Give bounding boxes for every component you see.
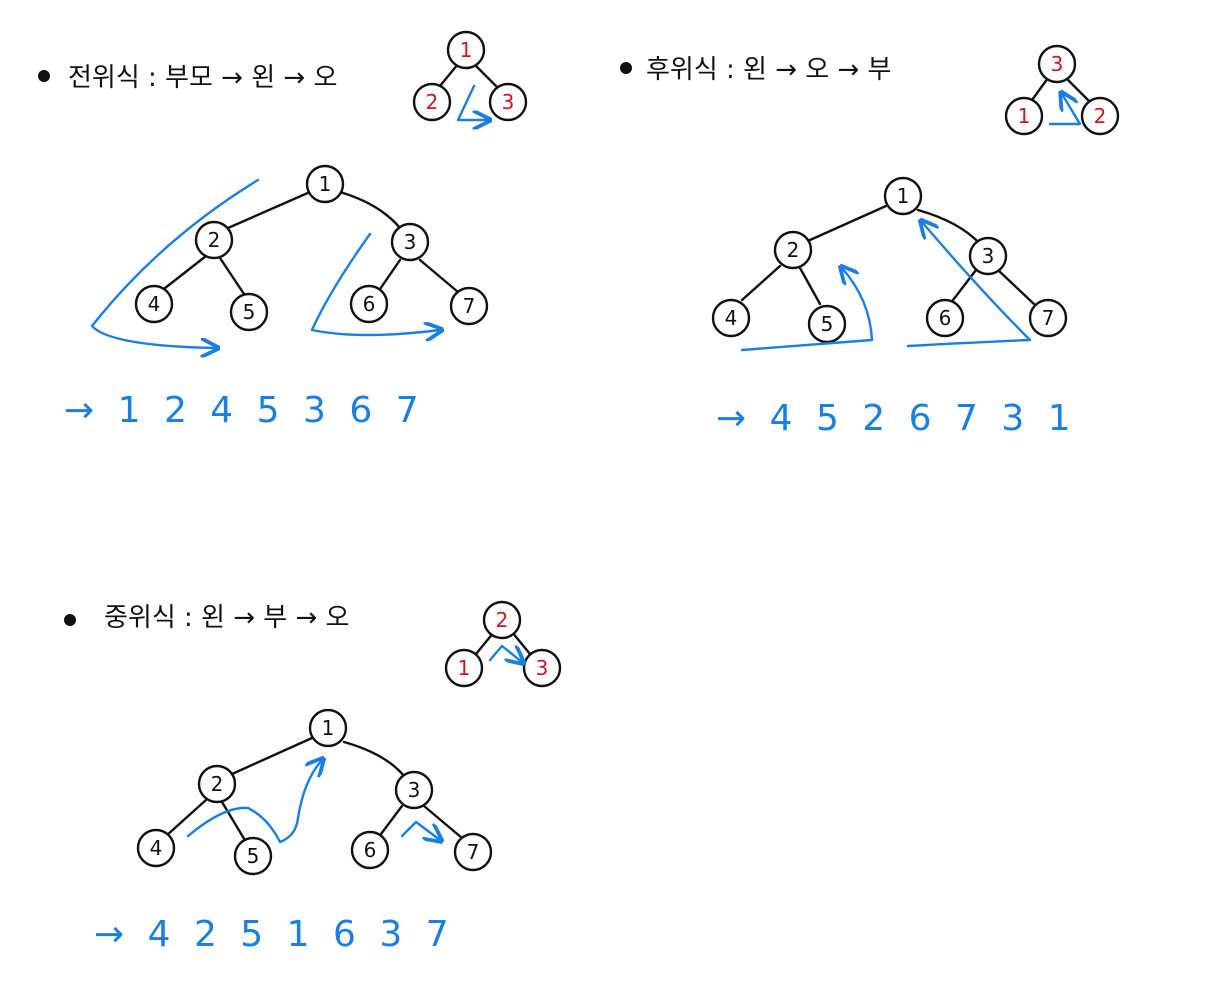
bullet-icon <box>64 614 76 626</box>
tree-node <box>229 292 269 332</box>
tree-node <box>968 236 1008 276</box>
tree-node-label: 2 <box>208 228 221 252</box>
panel-title: 중위식 : 왼 → 부 → 오 <box>104 603 349 633</box>
tree-node <box>233 836 273 876</box>
tree-node <box>1028 298 1068 338</box>
traversal-arrow <box>90 178 260 348</box>
traversal-sequence: → 4 2 5 1 6 3 7 <box>94 914 455 955</box>
traversal-sequence: → 4 5 2 6 7 3 1 <box>716 398 1077 439</box>
tree-node-label: 5 <box>247 844 260 868</box>
panel-inorder: 중위식 : 왼 → 부 → 오 2 1 3 1 2 3 <box>64 600 562 955</box>
bullet-icon <box>620 62 632 74</box>
tree-node-label: 2 <box>787 238 800 262</box>
mini-node <box>446 30 486 70</box>
tree-node <box>349 284 389 324</box>
mini-node-label: 2 <box>426 90 439 114</box>
tree-node <box>134 284 174 324</box>
traversal-sequence: → 1 2 4 5 3 6 7 <box>64 390 425 431</box>
binary-tree: 1 2 3 4 5 6 7 <box>136 708 493 876</box>
tree-node-label: 6 <box>364 838 377 862</box>
panel-title: 전위식 : 부모 → 왼 → 오 <box>68 63 337 93</box>
mini-node-label: 1 <box>1018 104 1031 128</box>
mini-node <box>482 600 522 640</box>
mini-node <box>488 82 528 122</box>
tree-node <box>194 220 234 260</box>
tree-node-label: 3 <box>982 244 995 268</box>
mini-tree: 2 1 3 <box>444 600 562 688</box>
mini-node-label: 3 <box>536 656 549 680</box>
traversal-arrow <box>740 268 874 352</box>
mini-tree: 1 2 3 <box>412 30 528 122</box>
tree-node <box>807 304 847 344</box>
mini-node-label: 1 <box>458 656 471 680</box>
mini-node <box>1037 44 1077 84</box>
tree-node <box>883 176 923 216</box>
mini-node-label: 2 <box>1094 104 1107 128</box>
tree-node <box>390 222 430 262</box>
tree-node-label: 1 <box>322 716 335 740</box>
mini-arrow <box>456 84 488 120</box>
mini-node-label: 2 <box>496 608 509 632</box>
tree-node <box>925 298 965 338</box>
tree-node-label: 6 <box>939 306 952 330</box>
traversal-arrow <box>400 820 440 840</box>
tree-node-label: 4 <box>725 306 738 330</box>
mini-node <box>1080 96 1120 136</box>
tree-node-label: 6 <box>363 292 376 316</box>
mini-node-label: 3 <box>502 90 515 114</box>
tree-node <box>453 832 493 872</box>
tree-node-label: 4 <box>148 292 161 316</box>
mini-node <box>444 648 484 688</box>
traversal-arrow <box>310 232 440 335</box>
tree-node <box>136 828 176 868</box>
mini-tree: 3 1 2 <box>1004 44 1120 136</box>
mini-arrow <box>1048 94 1082 126</box>
tree-node-label: 7 <box>467 840 480 864</box>
binary-tree: 1 2 3 4 5 6 7 <box>711 176 1068 344</box>
tree-node-label: 7 <box>1042 306 1055 330</box>
tree-node <box>350 830 390 870</box>
tree-node <box>773 230 813 270</box>
mini-node <box>1004 96 1044 136</box>
traversal-arrow <box>906 222 1032 348</box>
tree-node-label: 7 <box>463 294 476 318</box>
mini-node <box>522 648 562 688</box>
tree-node <box>394 770 434 810</box>
binary-tree: 1 2 3 4 5 6 7 <box>134 164 489 332</box>
mini-arrow <box>488 644 522 662</box>
tree-node <box>308 708 348 748</box>
tree-node-label: 1 <box>897 184 910 208</box>
mini-node-label: 1 <box>460 38 473 62</box>
tree-node-label: 3 <box>408 778 421 802</box>
tree-node-label: 3 <box>404 230 417 254</box>
tree-node <box>305 164 345 204</box>
panel-title: 후위식 : 왼 → 오 → 부 <box>646 55 891 85</box>
mini-node <box>412 82 452 122</box>
tree-node-label: 5 <box>243 300 256 324</box>
bullet-icon <box>38 70 50 82</box>
traversal-arrow <box>186 760 322 844</box>
tree-node <box>197 764 237 804</box>
mini-node-label: 3 <box>1051 52 1064 76</box>
tree-node <box>449 286 489 326</box>
panel-preorder: 전위식 : 부모 → 왼 → 오 1 2 3 1 2 3 <box>38 30 528 431</box>
tree-node-label: 2 <box>211 772 224 796</box>
tree-node <box>711 298 751 338</box>
tree-node-label: 1 <box>319 172 332 196</box>
tree-node-label: 4 <box>150 836 163 860</box>
tree-node-label: 5 <box>821 312 834 336</box>
panel-postorder: 후위식 : 왼 → 오 → 부 3 1 2 1 2 3 <box>620 44 1120 439</box>
